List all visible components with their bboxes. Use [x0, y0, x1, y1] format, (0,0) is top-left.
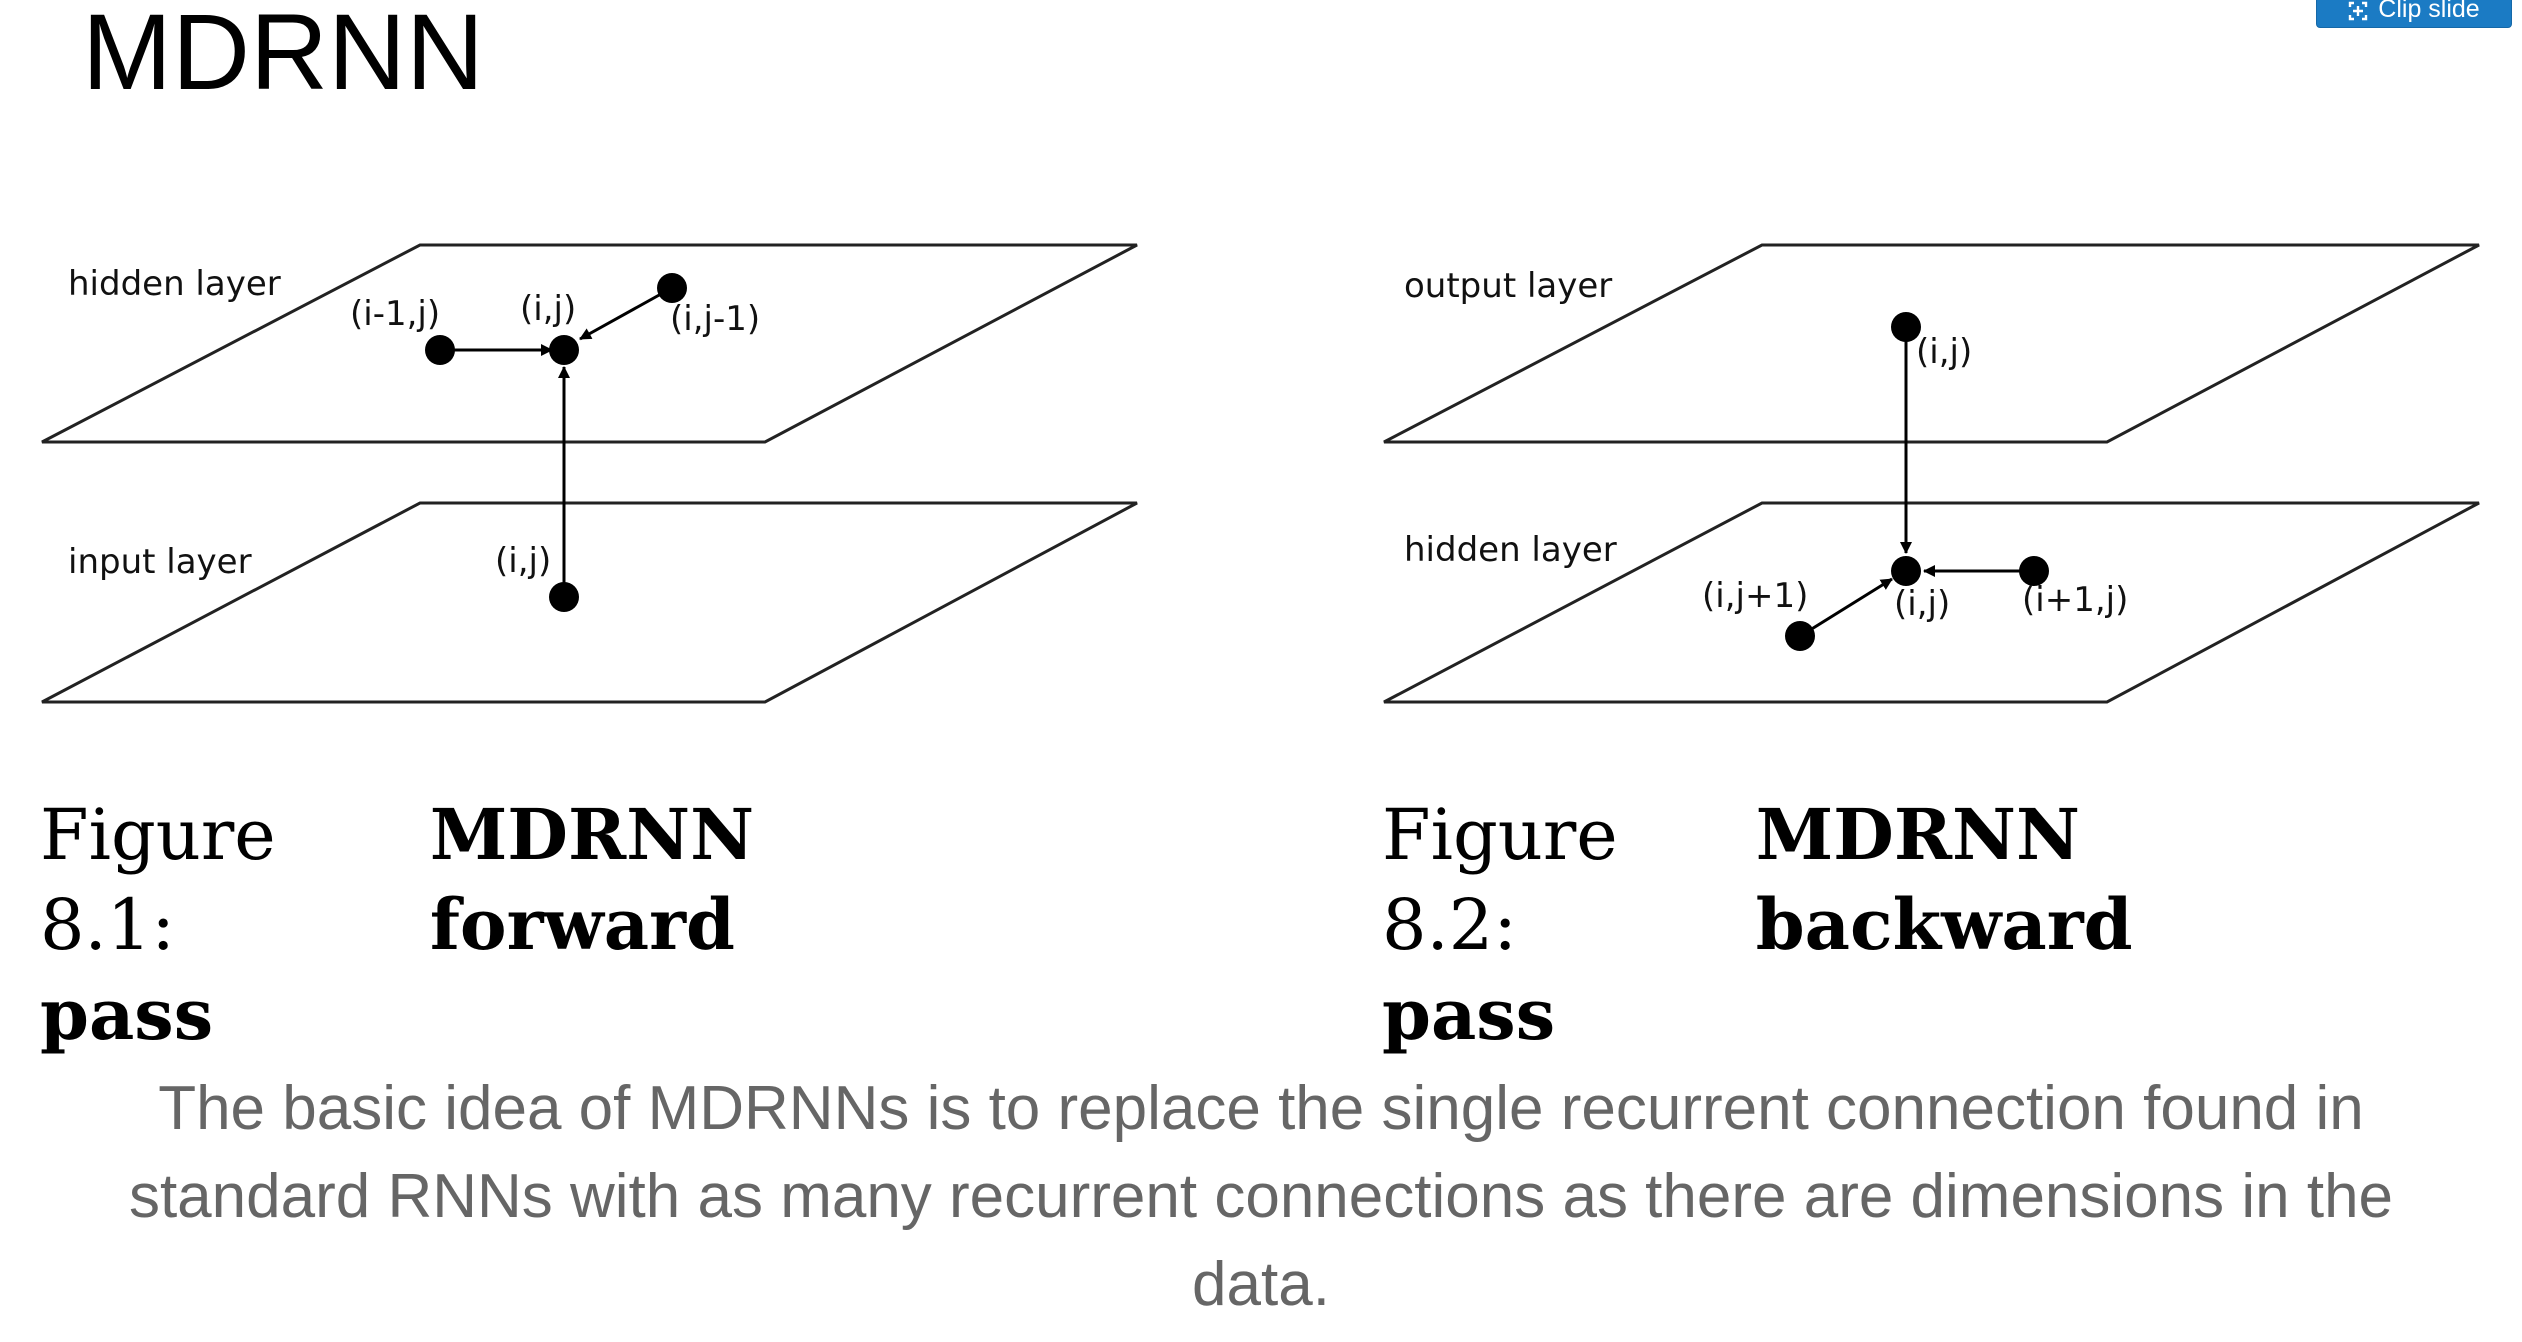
label-top-center: (i,j) [520, 289, 576, 329]
node-bottom-left [1785, 621, 1815, 651]
caption-prefix: Figure 8.2: [1382, 794, 1618, 966]
hidden-layer-plane [1383, 501, 2480, 704]
output-layer-label: output layer [1404, 266, 1612, 306]
node-top-right [657, 273, 687, 303]
node-top-center [549, 335, 579, 365]
caption-figure-8-2: Figure 8.2: MDRNN backward pass [1382, 790, 2502, 1060]
caption-title: MDRNN backward [1755, 793, 2133, 966]
caption-title: MDRNN forward [429, 793, 755, 966]
label-bottom-left: (i,j+1) [1702, 576, 1808, 616]
hidden-layer-plane [41, 243, 1138, 444]
edge-right-to-center [579, 287, 671, 341]
label-bottom-center: (i,j) [1894, 584, 1950, 624]
label-bottom-right: (i+1,j) [2022, 580, 2128, 620]
input-layer-label: input layer [68, 542, 252, 582]
hidden-layer-label: hidden layer [68, 264, 281, 304]
output-layer-plane [1383, 243, 2480, 444]
label-top-center: (i,j) [1916, 332, 1972, 372]
node-top-center [1891, 312, 1921, 342]
forward-pass-diagram: hidden layer input layer (i-1,j) (i,j) (… [41, 243, 1138, 704]
node-bottom-right [2019, 556, 2049, 586]
edge-left-to-center [1801, 577, 1893, 637]
clip-button-label: Clip slide [2378, 0, 2480, 23]
figure-forward-pass: hidden layer input layer (i-1,j) (i,j) (… [40, 235, 1150, 715]
input-layer-plane [41, 501, 1138, 704]
caption-tail: pass [1382, 973, 1556, 1056]
clip-icon [2348, 0, 2368, 21]
caption-prefix: Figure 8.1: [40, 794, 276, 966]
caption-figure-8-1: Figure 8.1: MDRNN forward pass [40, 790, 1160, 1060]
node-top-left [425, 335, 455, 365]
backward-pass-diagram: output layer hidden layer (i,j) (i,j+1) … [1383, 243, 2480, 704]
label-top-left: (i-1,j) [350, 294, 440, 334]
figure-backward-pass: output layer hidden layer (i,j) (i,j+1) … [1382, 235, 2492, 715]
label-top-right: (i,j-1) [670, 299, 760, 339]
node-bottom-center [549, 582, 579, 612]
node-bottom-center [1891, 556, 1921, 586]
hidden-layer-label: hidden layer [1404, 530, 1617, 570]
clip-slide-button[interactable]: Clip slide [2316, 0, 2512, 28]
label-bottom-center: (i,j) [495, 541, 551, 581]
slide-description: The basic idea of MDRNNs is to replace t… [128, 1074, 2394, 1319]
caption-tail: pass [40, 973, 214, 1056]
slide-title: MDRNN [82, 0, 484, 112]
